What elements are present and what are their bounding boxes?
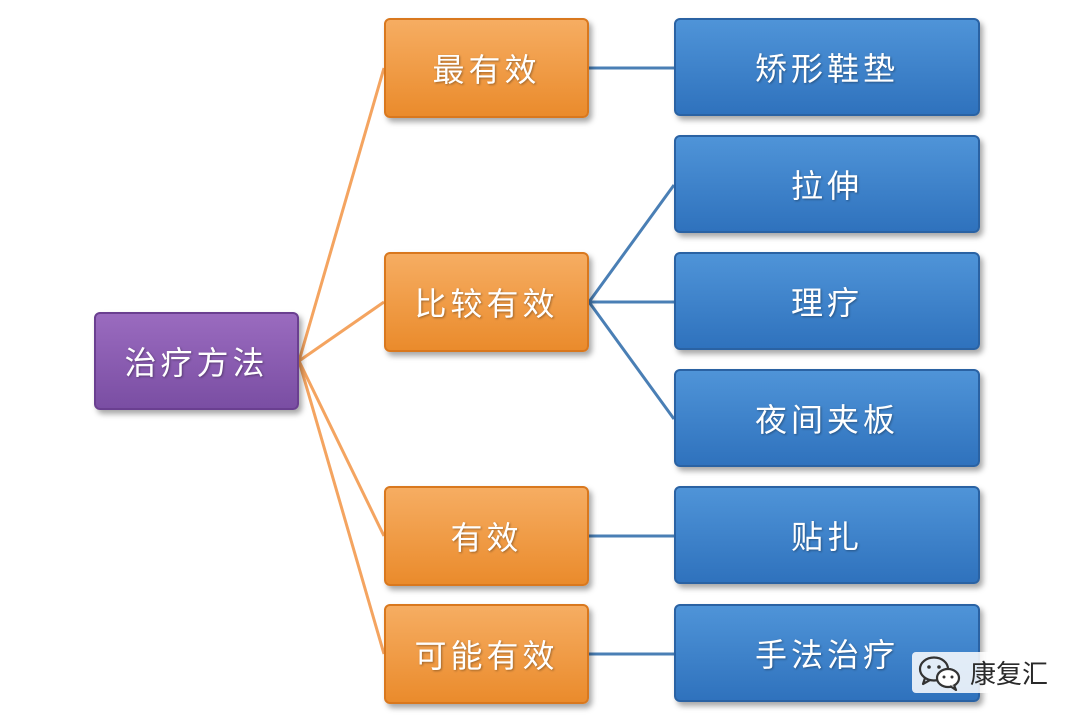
connector-cat-1-m-3 bbox=[587, 301, 676, 420]
watermark-text: 康复汇 bbox=[970, 660, 1049, 690]
connector-root-cat-3 bbox=[297, 360, 386, 655]
method-node-physiotherapy: 理疗 bbox=[674, 252, 980, 350]
root-node-treatment-methods: 治疗方法 bbox=[94, 312, 299, 410]
method-node-label: 手法治疗 bbox=[754, 636, 899, 674]
category-node-most-effective: 最有效 bbox=[384, 18, 589, 118]
method-node-label: 理疗 bbox=[790, 284, 863, 322]
connector-cat-1-m-1 bbox=[587, 184, 676, 303]
category-node-label: 可能有效 bbox=[414, 637, 559, 675]
method-node-label: 贴扎 bbox=[790, 518, 863, 556]
method-node-taping: 贴扎 bbox=[674, 486, 980, 584]
category-node-label: 最有效 bbox=[432, 51, 541, 89]
method-node-label: 夜间夹板 bbox=[754, 401, 899, 439]
method-node-orthotic-insoles: 矫形鞋垫 bbox=[674, 18, 980, 116]
watermark: 康复汇 bbox=[912, 652, 1055, 693]
method-node-label: 拉伸 bbox=[790, 167, 863, 205]
connector-root-cat-2 bbox=[297, 360, 386, 537]
category-node-label: 比较有效 bbox=[414, 285, 559, 323]
method-node-night-splint: 夜间夹板 bbox=[674, 369, 980, 467]
root-node-label: 治疗方法 bbox=[124, 344, 269, 382]
category-node-possibly-effective: 可能有效 bbox=[384, 604, 589, 704]
category-node-more-effective: 比较有效 bbox=[384, 252, 589, 352]
wechat-icon bbox=[918, 655, 961, 691]
method-node-stretching: 拉伸 bbox=[674, 135, 980, 233]
category-node-label: 有效 bbox=[450, 519, 523, 557]
category-node-effective: 有效 bbox=[384, 486, 589, 586]
connector-root-cat-0 bbox=[297, 67, 386, 362]
method-node-label: 矫形鞋垫 bbox=[754, 50, 899, 88]
connector-root-cat-1 bbox=[298, 300, 385, 363]
